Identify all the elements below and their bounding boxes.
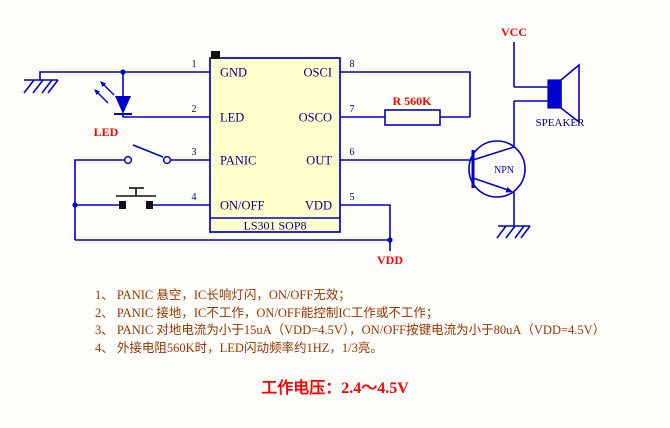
pin-label-onoff: ON/OFF	[220, 199, 265, 213]
pin-label-osci: OSCI	[304, 66, 332, 80]
push-button-icon	[116, 187, 156, 209]
pin-label-led: LED	[220, 111, 244, 125]
pin-number-6: 6	[350, 147, 355, 158]
led-label: LED	[94, 125, 119, 139]
wires	[39, 42, 548, 251]
notes-block: 1、 PANIC 悬空，IC长响灯闪，ON/OFF无效； 2、 PANIC 接地…	[95, 287, 655, 357]
note-line-3: 3、 PANIC 对地电流为小于15uA（VDD=4.5V），ON/OFF按键电…	[95, 323, 606, 337]
led-triangle	[115, 96, 131, 114]
pin-number-4: 4	[192, 192, 197, 203]
wire-switch-left	[74, 159, 124, 240]
pin-label-osco: OSCO	[299, 111, 332, 125]
ground-icon	[23, 79, 59, 94]
speaker-body	[547, 79, 562, 109]
junction-dot	[72, 202, 78, 208]
operating-voltage-line: 工作电压：2.4～4.5V	[0, 374, 670, 398]
junction-dot	[120, 69, 126, 75]
operating-voltage-value: 2.4～4.5V	[341, 380, 409, 397]
resistor-body	[384, 109, 441, 126]
pin-label-gnd: GND	[220, 66, 247, 80]
transistor-collector	[472, 146, 515, 161]
transistor-label: NPN	[494, 165, 514, 176]
led-emission-arrowhead	[94, 89, 100, 95]
led-emission-arrow	[97, 92, 109, 104]
note-line-1: 1、 PANIC 悬空，IC长响灯闪，ON/OFF无效；	[95, 288, 351, 302]
switch-lever	[132, 144, 164, 158]
pin-label-out: OUT	[306, 154, 332, 168]
vdd-label: VDD	[377, 253, 403, 267]
switch-contact	[162, 155, 172, 165]
led-emission-arrow	[103, 84, 115, 96]
speaker-icon	[547, 63, 580, 124]
pin-number-8: 8	[350, 59, 355, 70]
speaker-horn	[560, 63, 580, 124]
switch-icon	[123, 144, 172, 165]
wire-osci	[340, 71, 471, 117]
switch-contact	[123, 155, 133, 165]
circuit-schematic: LS301 SOP8 GND LED PANIC ON/OFF OSCI OSC…	[23, 25, 586, 267]
wire-vdd-bus	[75, 204, 391, 241]
led-icon	[94, 81, 132, 115]
led-emission-arrowhead	[100, 81, 106, 87]
transistor-circle	[468, 140, 526, 198]
pin-label-vdd: VDD	[305, 199, 332, 213]
ic-part-number: LS301 SOP8	[243, 219, 306, 233]
wire-gnd	[39, 71, 210, 80]
note-line-2: 2、 PANIC 接地，IC不工作，ON/OFF能控制IC工作或不工作；	[95, 305, 439, 320]
pin-number-7: 7	[350, 104, 355, 115]
junction-dot	[387, 237, 393, 243]
ic-body	[209, 57, 341, 233]
ic-chip: LS301 SOP8 GND LED PANIC ON/OFF OSCI OSC…	[192, 51, 355, 233]
npn-transistor-icon	[468, 140, 526, 198]
ground-icon	[496, 225, 531, 239]
wire-pin2	[122, 114, 210, 118]
pin1-marker-icon	[211, 51, 220, 59]
button-contact	[119, 201, 126, 209]
transistor-emitter	[472, 177, 509, 191]
operating-voltage-label: 工作电压：	[261, 380, 342, 397]
emitter-arrowhead	[505, 187, 513, 193]
speaker-label: SPEAKER	[536, 117, 586, 129]
pin-number-3: 3	[192, 147, 197, 158]
resistor-icon	[384, 109, 441, 126]
pin-number-2: 2	[192, 104, 197, 115]
note-line-4: 4、 外接电阻560K时，LED闪动频率约1HZ，1/3亮。	[95, 340, 383, 355]
pin-number-5: 5	[350, 192, 355, 203]
button-contact	[146, 201, 153, 209]
pin-label-panic: PANIC	[220, 154, 256, 168]
vcc-label: VCC	[501, 25, 527, 39]
pin-number-1: 1	[192, 59, 197, 70]
resistor-label: R 560K	[393, 94, 433, 108]
